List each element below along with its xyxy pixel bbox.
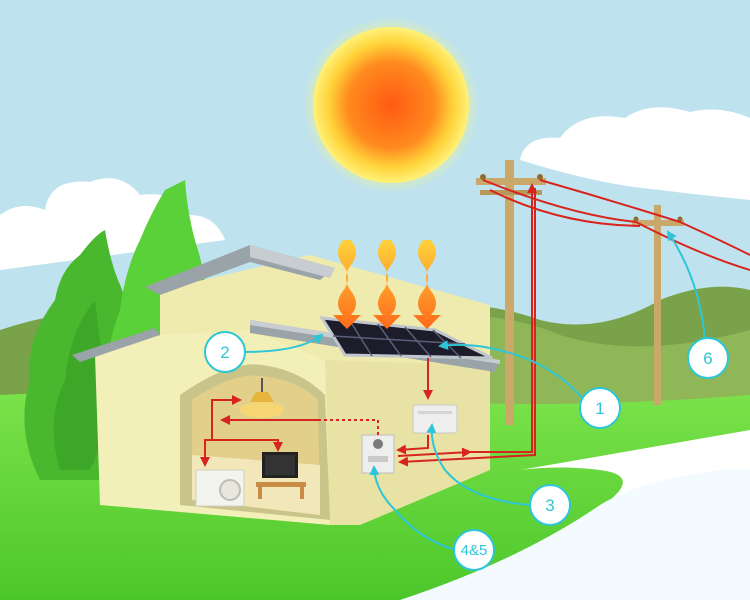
callout-leaders — [242, 230, 706, 551]
lamp-icon — [240, 378, 284, 418]
power-line-icon — [482, 179, 750, 271]
inverter-icon — [412, 404, 458, 434]
heat-wave-icon — [333, 240, 441, 329]
callout-1-label: 1 — [595, 399, 604, 418]
callout-6[interactable]: 6 — [687, 337, 729, 379]
callout-2[interactable]: 2 — [204, 331, 246, 373]
utility-pole-icon — [632, 205, 684, 405]
solar-panel-icon — [319, 316, 493, 360]
callout-1[interactable]: 1 — [579, 387, 621, 429]
callout-3[interactable]: 3 — [529, 484, 571, 526]
sun-icon — [303, 17, 479, 193]
utility-pole-icon — [476, 160, 546, 425]
callout-2-label: 2 — [220, 343, 229, 362]
callout-4-5[interactable]: 4&5 — [453, 529, 495, 571]
washing-machine-icon — [195, 469, 245, 507]
meter-icon — [361, 434, 395, 474]
energy-flow-arrows — [200, 183, 537, 467]
callout-3-label: 3 — [545, 496, 554, 515]
callout-4-5-label: 4&5 — [461, 542, 488, 559]
tv-icon — [256, 452, 306, 499]
callout-6-label: 6 — [703, 349, 712, 368]
